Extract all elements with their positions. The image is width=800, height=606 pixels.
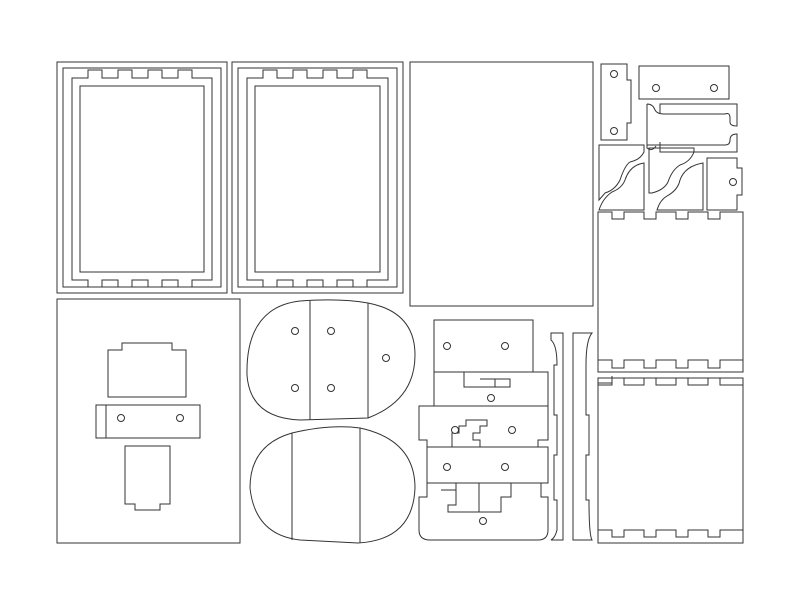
base-panel — [56, 298, 241, 544]
rounded-shell-bottom — [249, 426, 416, 544]
tabbed-frame-2 — [231, 61, 404, 294]
plain-panel — [409, 61, 594, 307]
small-parts — [598, 63, 743, 211]
interlocking-parts — [418, 319, 549, 541]
side-strips — [550, 332, 594, 541]
tabbed-frame-1 — [56, 61, 228, 294]
right-tabbed-panel-2 — [597, 376, 744, 544]
right-tabbed-panel-1 — [597, 211, 744, 373]
rounded-shell-top — [246, 299, 416, 421]
